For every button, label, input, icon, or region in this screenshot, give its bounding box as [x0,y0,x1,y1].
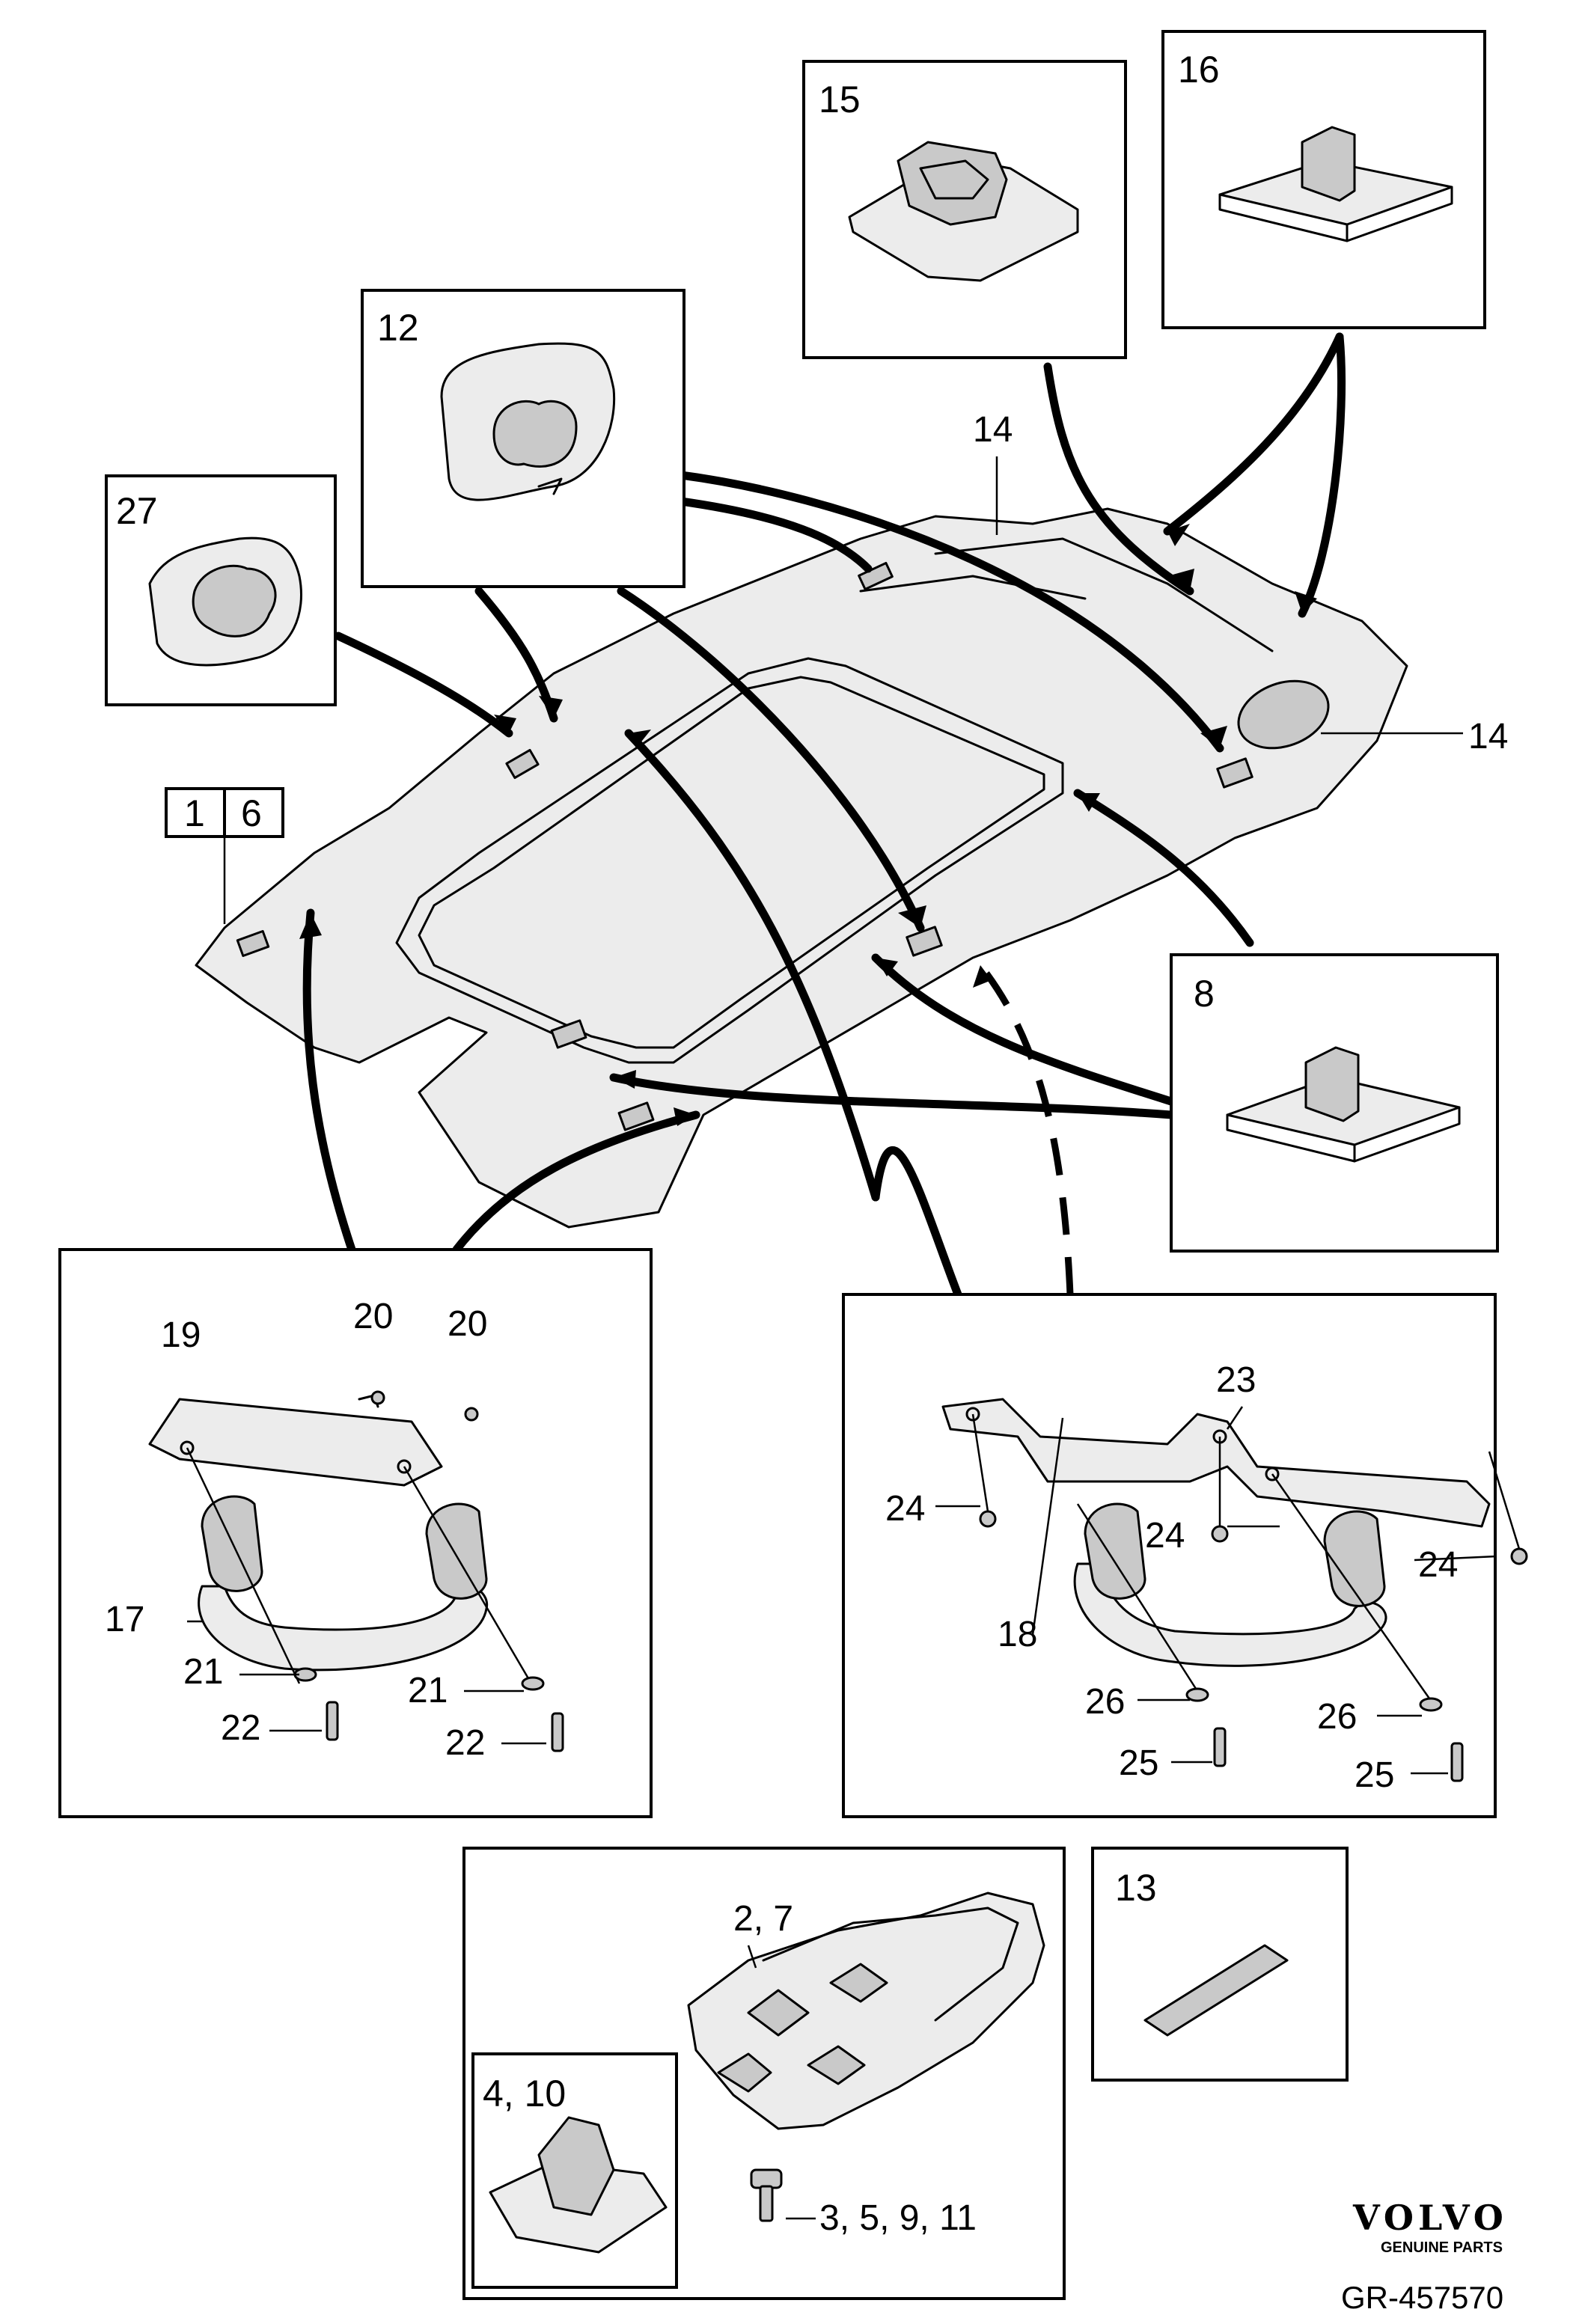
callout-box-13: 13 [1091,1847,1349,2082]
brand-logo: VOLVO [1352,2198,1508,2238]
callout-box-1-6: 1 6 [165,787,284,924]
callout-20-b: 20 [448,1304,487,1344]
callout-26-b: 26 [1317,1697,1357,1737]
callout-25-b: 25 [1355,1755,1394,1795]
callout-24-a: 24 [885,1489,925,1529]
pointer-arrows [299,332,1346,2208]
callout-box-18-grab-handle: 23 24 24 24 18 26 25 26 25 [842,1293,1528,1818]
headliner-panel [195,507,1408,1229]
callout-24-b: 24 [1145,1516,1185,1556]
callout-22-a: 22 [221,1708,260,1748]
callout-4-10: 4, 10 [483,2073,566,2114]
callout-box-12: 12 [361,289,685,588]
main-part-labels: 14 14 [973,410,1508,756]
callout-box-16: 16 [1161,30,1486,329]
callout-23: 23 [1216,1360,1256,1400]
callout-13: 13 [1115,1867,1157,1909]
callout-22-b: 22 [445,1723,485,1763]
callout-21-b: 21 [408,1671,448,1710]
callout-20-a: 20 [353,1297,393,1336]
callout-18: 18 [998,1615,1037,1654]
callout-21-a: 21 [183,1652,223,1692]
callout-8: 8 [1194,973,1215,1015]
callout-12: 12 [377,307,419,349]
brand-block: VOLVO GENUINE PARTS GR-457570 [1341,2198,1508,2315]
callout-19: 19 [161,1315,201,1355]
callout-box-2-7-console: 2, 7 3, 5, 9, 11 4, 10 [462,1847,1066,2300]
callout-25-a: 25 [1119,1743,1158,1783]
callout-17: 17 [105,1600,144,1639]
callout-box-27: 27 [105,474,337,706]
callout-24-c: 24 [1418,1545,1458,1585]
callout-box-17-grab-handle: 19 20 20 17 21 22 21 22 [58,1248,653,1818]
callout-3-5-9-11: 3, 5, 9, 11 [819,2198,977,2238]
callout-6: 6 [241,792,262,834]
callout-14-right: 14 [1468,717,1508,756]
callout-1: 1 [184,792,205,834]
callout-27: 27 [116,490,158,532]
callout-box-8: 8 [1170,953,1499,1253]
callout-16: 16 [1178,49,1220,91]
callout-2-7: 2, 7 [733,1899,793,1939]
brand-tagline: GENUINE PARTS [1381,2239,1503,2256]
callout-box-15: 15 [802,60,1127,359]
callout-26-a: 26 [1085,1682,1125,1722]
diagram-reference: GR-457570 [1341,2280,1503,2315]
callout-15: 15 [819,79,861,120]
callout-14-top: 14 [973,410,1013,450]
